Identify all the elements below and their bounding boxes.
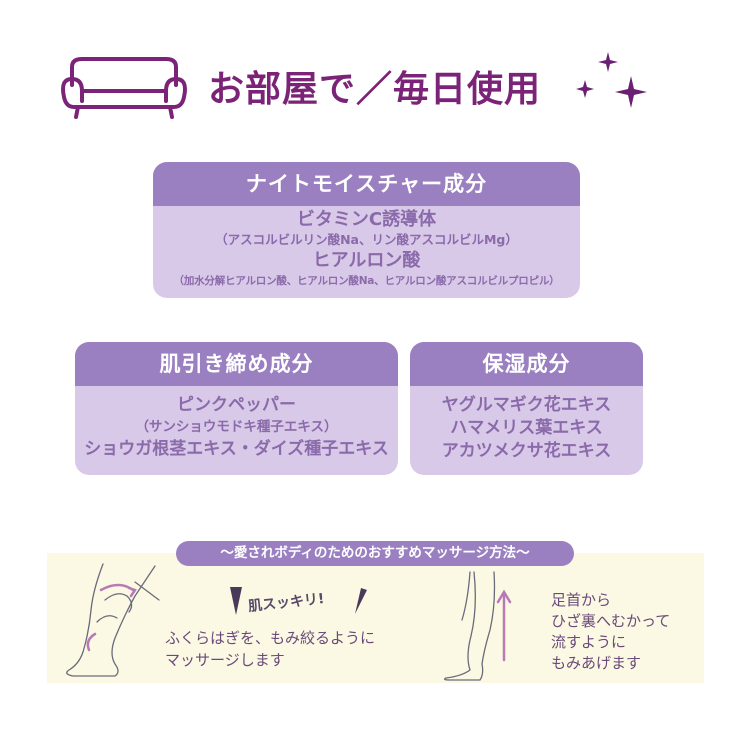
ingredient-detail: （サンショウモドキ種子エキス） (135, 419, 338, 435)
card-title: 保湿成分 (410, 342, 643, 386)
sparkle-icon (576, 52, 647, 108)
page-title: お部屋で／毎日使用 (208, 69, 542, 110)
ingredient-name: アカツメクサ花エキス (441, 441, 612, 461)
instruction-line: 流すように (551, 633, 627, 651)
card-body: ピンクペッパー （サンショウモドキ種子エキス） ショウガ根茎エキス・ダイズ種子エ… (75, 386, 398, 461)
instruction-line: 足首から (551, 591, 612, 609)
ingredient-name: ショウガ根茎エキス・ダイズ種子エキス (84, 439, 389, 459)
ingredient-detail: （加水分解ヒアルロン酸、ヒアルロン酸Na、ヒアルロン酸アスコルビルプロピル） (173, 275, 560, 287)
ingredient-detail: （アスコルビルリン酸Na、リン酸アスコルビルMg） (215, 232, 518, 247)
instruction-line: もみあげます (551, 654, 642, 672)
night-moisture-card: ナイトモイスチャー成分 ビタミンC誘導体 （アスコルビルリン酸Na、リン酸アスコ… (153, 162, 580, 298)
emphasis-mark-icon (230, 587, 242, 615)
massage-step-ankle: 足首から ひざ裏へむかって 流すように もみあげます (551, 590, 670, 674)
moisturizing-card: 保湿成分 ヤグルマギク花エキス ハマメリス葉エキス アカツメクサ花エキス (410, 342, 643, 475)
card-body: ヤグルマギク花エキス ハマメリス葉エキス アカツメクサ花エキス (410, 386, 643, 463)
card-title: ナイトモイスチャー成分 (153, 162, 580, 206)
header: お部屋で／毎日使用 (58, 50, 678, 120)
massage-step-calf: ふくらはぎを、もみ絞るように マッサージします (165, 627, 375, 671)
instruction-line: ひざ裏へむかって (551, 612, 671, 630)
ingredient-name: ヒアルロン酸 (312, 250, 421, 271)
sofa-icon (61, 57, 187, 119)
instruction-line: ふくらはぎを、もみ絞るように (165, 629, 376, 647)
ingredient-name: ハマメリス葉エキス (450, 418, 603, 438)
massage-title: ～愛されボディのためのおすすめマッサージ方法～ (176, 541, 574, 566)
skin-tightening-card: 肌引き締め成分 ピンクペッパー （サンショウモドキ種子エキス） ショウガ根茎エキ… (75, 342, 398, 475)
calf-massage-illustration (66, 563, 160, 677)
massage-panel (47, 553, 704, 683)
card-title: 肌引き締め成分 (75, 342, 398, 386)
instruction-line: マッサージします (165, 651, 285, 669)
leg-standing-illustration (444, 571, 512, 681)
card-body: ビタミンC誘導体 （アスコルビルリン酸Na、リン酸アスコルビルMg） ヒアルロン… (153, 206, 580, 290)
emphasis-mark-icon (355, 588, 367, 614)
ingredient-name: ピンクペッパー (177, 395, 296, 415)
ingredient-name: ヤグルマギク花エキス (441, 395, 612, 415)
ingredient-name: ビタミンC誘導体 (296, 209, 437, 230)
